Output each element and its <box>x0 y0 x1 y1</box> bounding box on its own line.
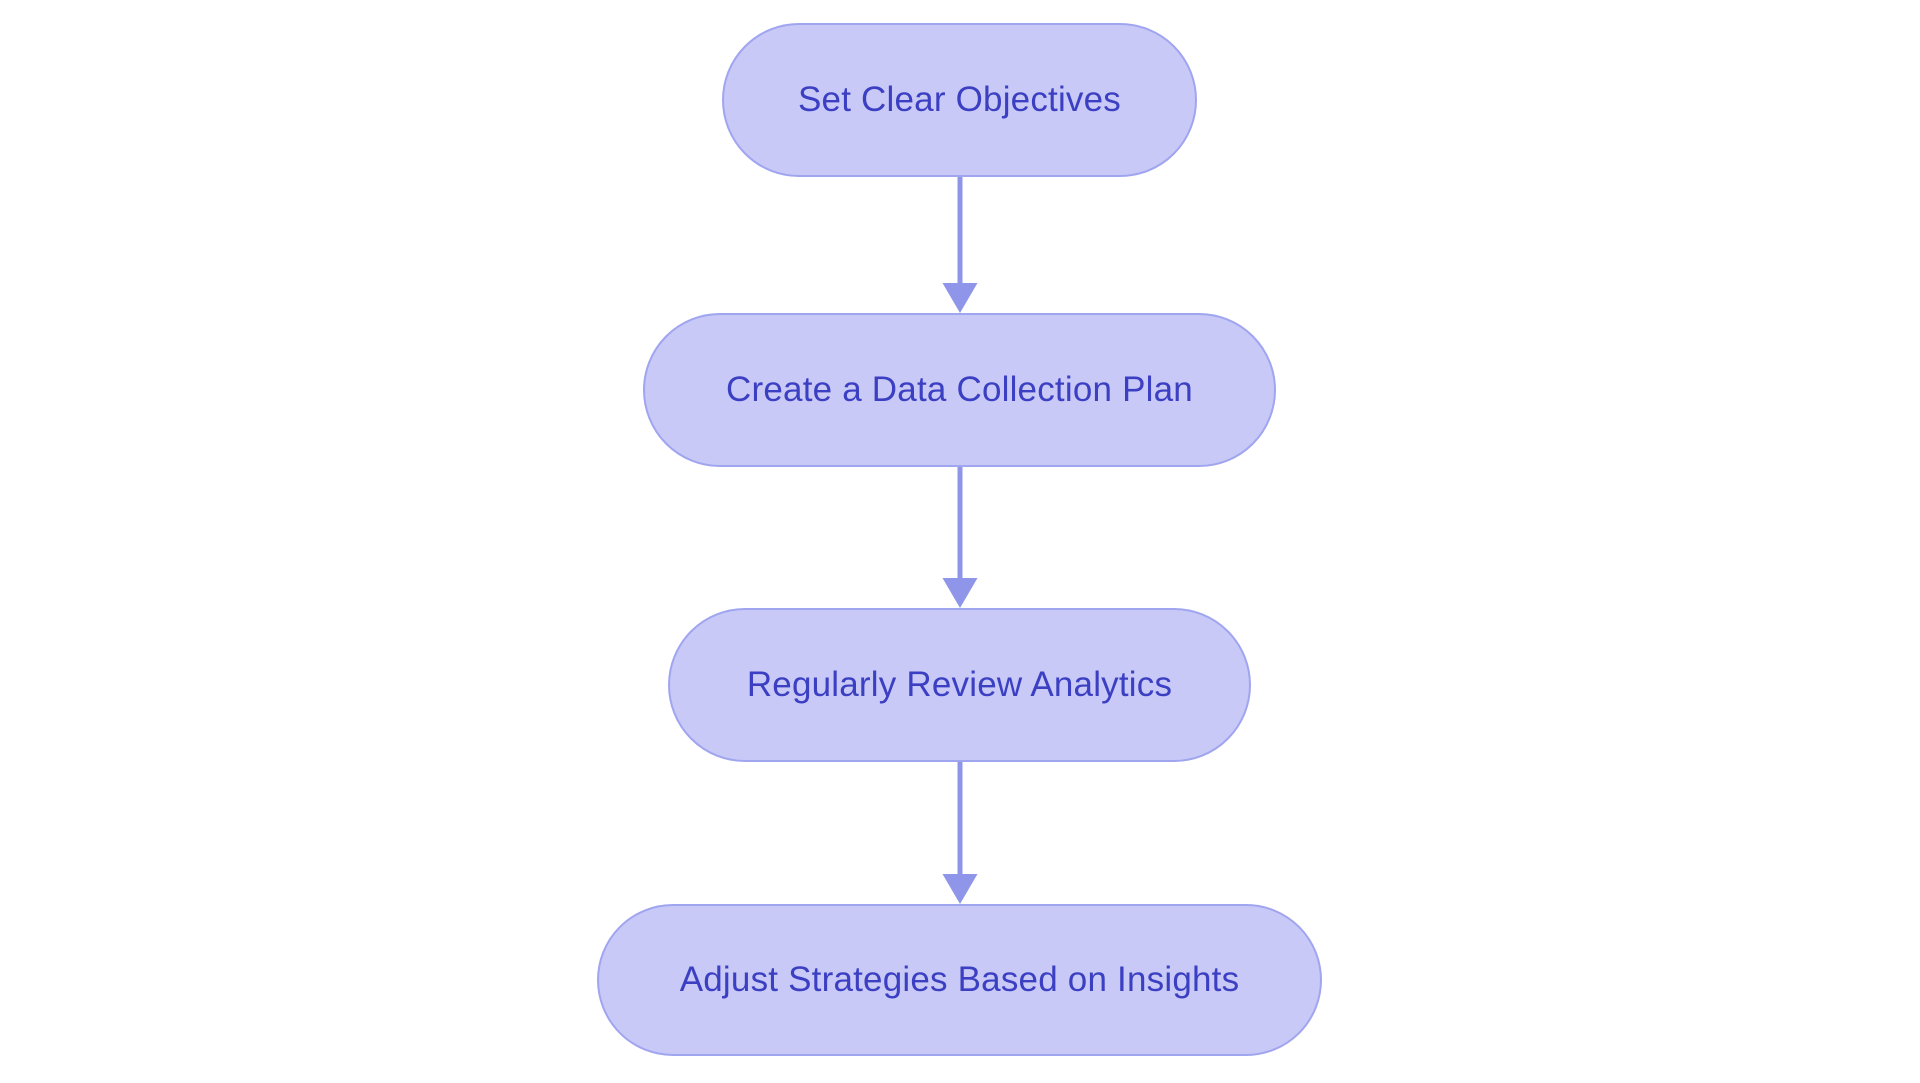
arrow-head <box>942 283 978 313</box>
node-label: Regularly Review Analytics <box>746 665 1173 704</box>
flowchart-node-set-clear-objectives: Set Clear Objectives <box>722 23 1197 177</box>
flowchart-node-create-data-collection-plan: Create a Data Collection Plan <box>643 313 1276 467</box>
arrow-down-icon <box>942 177 978 313</box>
arrow-head <box>942 578 978 608</box>
flowchart-node-regularly-review-analytics: Regularly Review Analytics <box>668 608 1251 762</box>
arrow-head <box>942 874 978 904</box>
flowchart-node-adjust-strategies-based-on-insights: Adjust Strategies Based on Insights <box>597 904 1322 1056</box>
arrow-down-icon <box>942 762 978 904</box>
arrow-down-icon <box>942 467 978 608</box>
node-label: Set Clear Objectives <box>797 80 1122 119</box>
node-label: Create a Data Collection Plan <box>726 370 1193 409</box>
node-label: Adjust Strategies Based on Insights <box>679 960 1240 999</box>
